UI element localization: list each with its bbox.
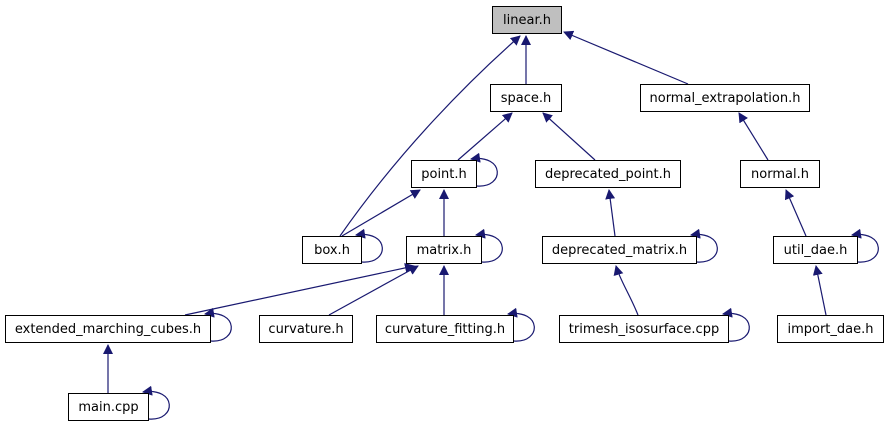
node-point[interactable]: point.h (411, 160, 477, 188)
edge-emc-to-matrix (184, 262, 415, 316)
edge-dep-point-to-space (542, 112, 596, 161)
node-box[interactable]: box.h (302, 236, 362, 264)
edge-trimesh-to-trimesh (722, 307, 750, 342)
node-label: extended_marching_cubes.h (14, 321, 202, 337)
edge-box-to-linear (339, 35, 521, 237)
node-dep-matrix[interactable]: deprecated_matrix.h (542, 236, 697, 264)
node-trimesh[interactable]: trimesh_isosurface.cpp (559, 315, 729, 343)
node-import-dae[interactable]: import_dae.h (777, 315, 884, 343)
node-normal-ext[interactable]: normal_extrapolation.h (640, 84, 810, 112)
node-dep-point[interactable]: deprecated_point.h (535, 160, 681, 188)
node-label: curvature.h (268, 321, 344, 337)
node-curvature[interactable]: curvature.h (259, 315, 353, 343)
node-label: point.h (421, 166, 467, 182)
node-label: trimesh_isosurface.cpp (568, 321, 720, 337)
node-matrix[interactable]: matrix.h (406, 236, 482, 264)
edge-point-to-point (470, 152, 498, 187)
edge-box-to-point (341, 189, 421, 237)
edge-normal-to-normal-ext (738, 112, 769, 161)
edge-emc-to-emc (204, 307, 232, 342)
edge-util-dae-to-util-dae (851, 228, 879, 263)
node-util-dae[interactable]: util_dae.h (773, 236, 858, 264)
edge-main-to-main (142, 385, 170, 420)
edge-trimesh-to-dep-matrix (613, 265, 639, 316)
node-label: util_dae.h (783, 242, 848, 258)
edge-box-to-box (355, 228, 383, 263)
edge-normal-ext-to-linear (563, 30, 689, 85)
edge-curv-fit-to-curv-fit (507, 307, 535, 342)
edge-dep-matrix-to-dep-point (605, 189, 616, 237)
node-label: deprecated_point.h (544, 166, 672, 182)
node-label: linear.h (503, 12, 551, 28)
node-label: import_dae.h (787, 321, 874, 337)
node-label: main.cpp (78, 399, 139, 415)
edge-dep-matrix-to-dep-matrix (690, 228, 718, 263)
node-label: curvature_fitting.h (384, 321, 506, 337)
edge-matrix-to-matrix (475, 228, 503, 263)
node-label: normal.h (751, 166, 809, 182)
node-label: box.h (314, 242, 350, 258)
node-label: space.h (500, 90, 552, 106)
node-label: matrix.h (416, 242, 472, 258)
node-curv-fit[interactable]: curvature_fitting.h (376, 315, 514, 343)
edge-import-dae-to-util-dae (812, 265, 827, 316)
edge-curvature-to-matrix (328, 265, 419, 316)
node-label: deprecated_matrix.h (551, 242, 688, 258)
node-normal[interactable]: normal.h (740, 160, 820, 188)
edge-util-dae-to-normal (785, 189, 807, 237)
node-emc[interactable]: extended_marching_cubes.h (5, 315, 211, 343)
node-label: normal_extrapolation.h (649, 90, 801, 106)
node-main[interactable]: main.cpp (68, 393, 149, 421)
node-space[interactable]: space.h (490, 84, 562, 112)
node-linear: linear.h (492, 6, 562, 34)
edge-point-to-space (457, 112, 513, 161)
